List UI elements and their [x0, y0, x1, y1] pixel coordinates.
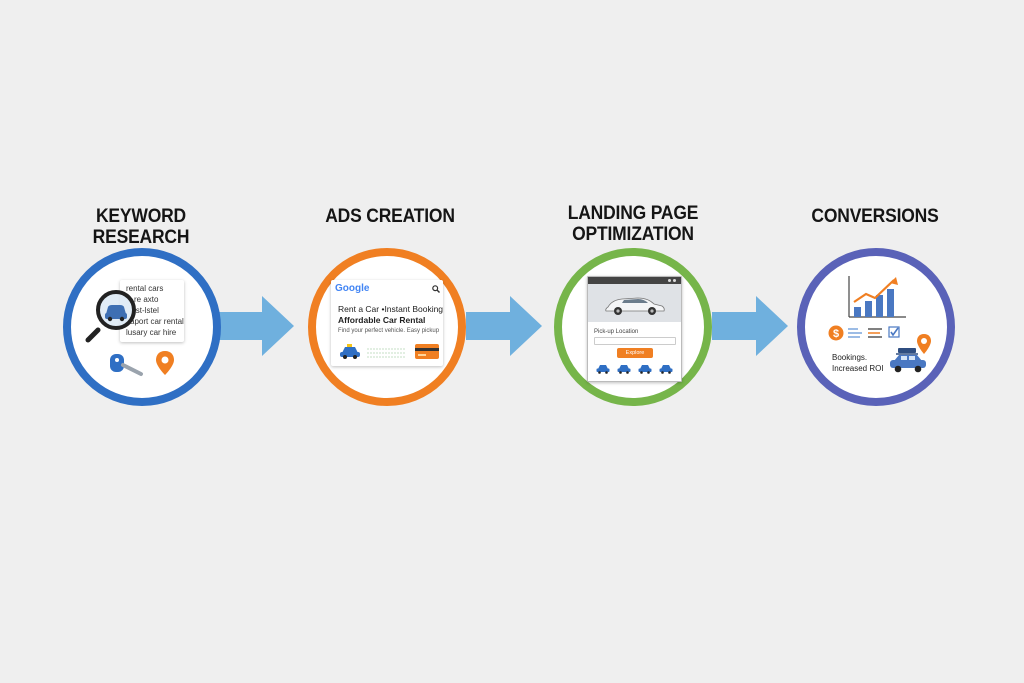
- checkbox-icon: [888, 326, 900, 338]
- ad-headline-2: Affordable Car Rental: [338, 315, 426, 325]
- stage-title-landing-page-optimization: LANDING PAGE OPTIMIZATION: [541, 203, 725, 245]
- browser-dot: [673, 279, 676, 282]
- car-icon: [596, 365, 610, 374]
- growth-chart-icon: [848, 276, 906, 318]
- arrow-shape: [712, 296, 788, 356]
- keyword-item: lusary car hire: [126, 328, 177, 337]
- car-key-icon: [110, 354, 143, 376]
- stage-title-conversions: CONVERSIONS: [811, 206, 939, 227]
- car-icon: [638, 365, 652, 374]
- map-pin-icon: [156, 351, 174, 375]
- landing-page-mockup: Pick-up Location Explore: [587, 276, 682, 382]
- car-icon: [659, 365, 673, 374]
- keyword-item: aport car rental: [130, 317, 184, 326]
- car-icon: [340, 344, 360, 359]
- google-logo: Google: [335, 283, 370, 294]
- browser-dot: [668, 279, 671, 282]
- car-icon: [617, 365, 631, 374]
- flow-arrow-1: [218, 296, 294, 356]
- car-roof-luggage-icon: [890, 348, 926, 373]
- magnifier-icon: [85, 290, 136, 343]
- info-lines-icon: [848, 328, 882, 338]
- conversion-caption: Bookings. Increased ROI: [832, 352, 884, 374]
- keyword-item: rental cars: [126, 284, 164, 293]
- car-icon: [605, 297, 665, 315]
- search-icon: [432, 285, 440, 293]
- stage-title-line-2: OPTIMIZATION: [572, 224, 694, 245]
- keyword-item: re axto: [134, 295, 159, 304]
- map-pin-icon: [917, 334, 931, 354]
- ad-headline-1: Rent a Car •Instant Booking: [338, 304, 444, 314]
- flow-arrow-2: [466, 296, 542, 356]
- arrow-shape: [218, 296, 294, 356]
- stage-circle-keyword-research: [63, 248, 221, 406]
- stage-title-ads-creation: ADS CREATION: [325, 206, 455, 227]
- arrow-shape: [466, 296, 542, 356]
- pickup-location-input[interactable]: [594, 337, 676, 345]
- ad-description: Find your perfect vehicle. Easy pickup: [338, 328, 440, 334]
- stage-circle-conversions: [797, 248, 955, 406]
- browser-top-bar: [588, 277, 681, 284]
- ad-text-placeholder: [367, 348, 405, 358]
- caption-roi: Increased ROI: [832, 364, 884, 373]
- dollar-coin-icon: $: [828, 325, 844, 341]
- keyword-item: ist-lstel: [134, 306, 159, 315]
- stage-title-line-1: LANDING PAGE: [567, 203, 699, 224]
- pickup-location-label: Pick-up Location: [594, 329, 639, 335]
- flow-arrow-3: [712, 296, 788, 356]
- explore-button[interactable]: Explore: [617, 348, 653, 358]
- svg-text:$: $: [833, 328, 839, 340]
- search-ad-card: Google Rent a Car •Instant Booking Affor…: [331, 280, 443, 366]
- stage-title-keyword-research: KEYWORD RESEARCH: [92, 206, 190, 248]
- caption-bookings: Bookings.: [832, 353, 868, 362]
- credit-card-icon: [415, 344, 439, 359]
